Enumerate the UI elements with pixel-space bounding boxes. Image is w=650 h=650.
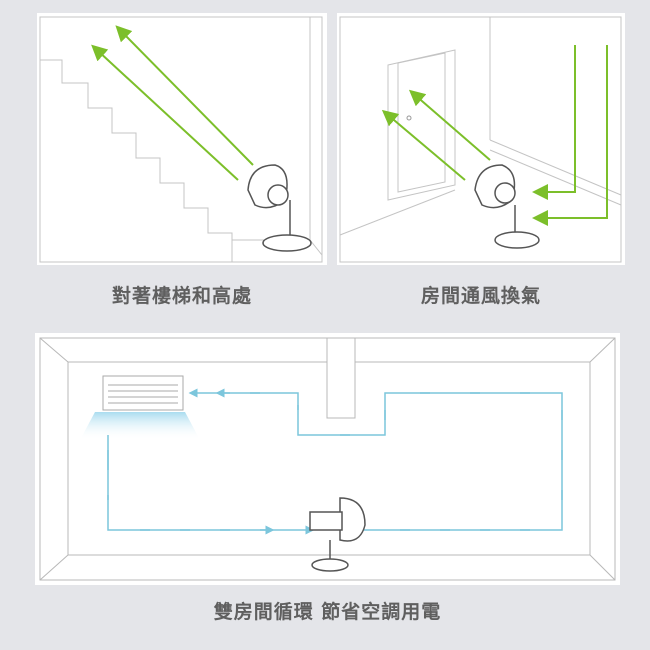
fan-icon bbox=[474, 164, 540, 249]
caption-stairs: 對著樓梯和高處 bbox=[111, 285, 252, 307]
panel-circulation bbox=[35, 333, 620, 585]
blue-airflow-path bbox=[107, 393, 563, 530]
green-airflow-arrows bbox=[381, 45, 608, 226]
air-conditioner-icon bbox=[80, 375, 200, 440]
caption-circulation: 雙房間循環 節省空調用電 bbox=[213, 601, 442, 623]
fan-icon bbox=[309, 497, 366, 572]
panel-stairs bbox=[37, 13, 327, 265]
green-airflow-arrows bbox=[91, 25, 254, 181]
panel-ventilation bbox=[337, 13, 625, 265]
caption-ventilation: 房間通風換氣 bbox=[420, 285, 541, 307]
fan-icon bbox=[247, 164, 312, 252]
